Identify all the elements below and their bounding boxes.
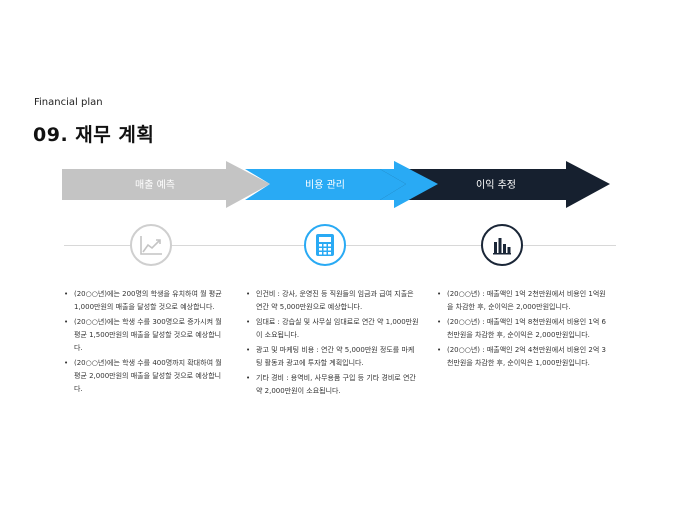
list-item: 인건비 : 강사, 운영진 등 직원들의 임금과 급여 지출은 연간 약 5,0… — [246, 288, 420, 314]
list-item: (20○○년) : 매출액인 1억 2천만원에서 비용인 1억원을 차감한 후,… — [437, 288, 607, 314]
list-item: 기타 경비 : 용역비, 사무용품 구입 등 기타 경비로 연간 약 2,000… — [246, 372, 420, 398]
list-item: (20○○년) : 매출액인 1억 8천만원에서 비용인 1억 6천만원을 차감… — [437, 316, 607, 342]
step-1-icon-circle — [130, 224, 172, 266]
step-2-icon-circle — [304, 224, 346, 266]
list-item: (20○○년) : 매출액인 2억 4천만원에서 비용인 2억 3천만원을 차감… — [437, 344, 607, 370]
step-3-label: 이익 추정 — [476, 180, 516, 191]
list-item: 임대료 : 강습실 및 사무실 임대료로 연간 약 1,000만원이 소요됩니다… — [246, 316, 420, 342]
list-item: (20○○년)에는 학생 수를 300명으로 증가시켜 월 평균 1,500만원… — [64, 316, 224, 355]
list-item: 광고 및 마케팅 비용 : 연간 약 5,000만원 정도를 마케팅 활동과 광… — [246, 344, 420, 370]
step-1-label: 매출 예측 — [135, 180, 175, 191]
list-item: (20○○년)에는 200명의 학생을 유치하여 월 평균 1,000만원의 매… — [64, 288, 224, 314]
list-item: (20○○년)에는 학생 수를 400명까지 확대하여 월 평균 2,000만원… — [64, 357, 224, 396]
line-chart-icon — [140, 236, 162, 255]
process-arrows — [62, 161, 610, 208]
page-title: 09. 재무 계획 — [33, 124, 155, 146]
arrow-step-3 — [380, 161, 610, 208]
arrow-step-1 — [62, 161, 270, 208]
step-1-bullet-list: (20○○년)에는 200명의 학생을 유치하여 월 평균 1,000만원의 매… — [64, 288, 224, 398]
page-subtitle: Financial plan — [34, 97, 103, 108]
step-3-bullet-list: (20○○년) : 매출액인 1억 2천만원에서 비용인 1억원을 차감한 후,… — [437, 288, 607, 372]
step-2-bullet-list: 인건비 : 강사, 운영진 등 직원들의 임금과 급여 지출은 연간 약 5,0… — [246, 288, 420, 400]
bar-chart-icon — [493, 238, 511, 255]
step-2-label: 비용 관리 — [305, 180, 345, 191]
step-3-icon-circle — [481, 224, 523, 266]
calculator-icon — [316, 234, 334, 256]
